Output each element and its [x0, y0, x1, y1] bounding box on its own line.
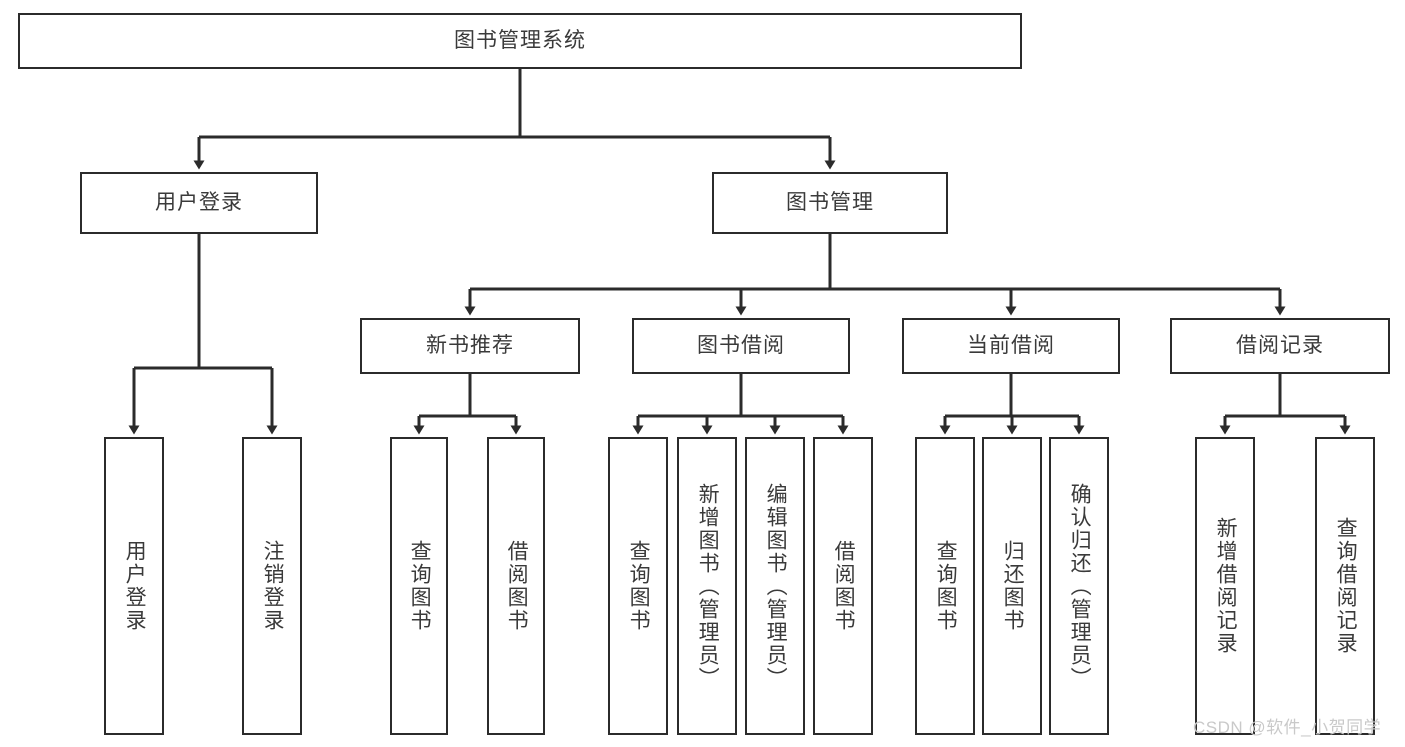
node-label: 查询图书 — [627, 540, 651, 632]
node-label: 借阅图书 — [832, 540, 856, 632]
node-label: 图书管理系统 — [454, 29, 586, 53]
node-label: 查询图书 — [408, 540, 432, 632]
node-label: 编辑图书（管理员） — [764, 482, 788, 690]
node-leaf_logout[interactable]: 注销登录 — [242, 437, 302, 735]
node-leaf_edit_book[interactable]: 编辑图书（管理员） — [745, 437, 805, 735]
node-borrow_record[interactable]: 借阅记录 — [1170, 318, 1390, 374]
node-label: 借阅记录 — [1236, 334, 1324, 358]
node-label: 注销登录 — [261, 540, 285, 632]
node-leaf_query_book_2[interactable]: 查询图书 — [608, 437, 668, 735]
node-label: 用户登录 — [155, 191, 243, 215]
node-label: 查询借阅记录 — [1334, 517, 1358, 655]
node-label: 用户登录 — [123, 540, 147, 632]
node-leaf_borrow_book_2[interactable]: 借阅图书 — [813, 437, 873, 735]
node-leaf_query_record[interactable]: 查询借阅记录 — [1315, 437, 1375, 735]
node-root[interactable]: 图书管理系统 — [18, 13, 1022, 69]
node-leaf_confirm_return[interactable]: 确认归还（管理员） — [1049, 437, 1109, 735]
node-leaf_query_book_1[interactable]: 查询图书 — [390, 437, 448, 735]
node-book_manage[interactable]: 图书管理 — [712, 172, 948, 234]
node-label: 新书推荐 — [426, 334, 514, 358]
node-label: 确认归还（管理员） — [1068, 482, 1092, 690]
node-label: 借阅图书 — [505, 540, 529, 632]
node-new_book_rec[interactable]: 新书推荐 — [360, 318, 580, 374]
node-leaf_query_book_3[interactable]: 查询图书 — [915, 437, 975, 735]
node-label: 图书借阅 — [697, 334, 785, 358]
node-leaf_add_book[interactable]: 新增图书（管理员） — [677, 437, 737, 735]
node-user_login[interactable]: 用户登录 — [80, 172, 318, 234]
node-leaf_borrow_book_1[interactable]: 借阅图书 — [487, 437, 545, 735]
node-leaf_return_book[interactable]: 归还图书 — [982, 437, 1042, 735]
node-current_borrow[interactable]: 当前借阅 — [902, 318, 1120, 374]
node-label: 新增借阅记录 — [1214, 517, 1238, 655]
node-leaf_add_record[interactable]: 新增借阅记录 — [1195, 437, 1255, 735]
node-book_borrow[interactable]: 图书借阅 — [632, 318, 850, 374]
node-label: 查询图书 — [934, 540, 958, 632]
node-label: 图书管理 — [786, 191, 874, 215]
node-label: 新增图书（管理员） — [696, 482, 720, 690]
node-label: 归还图书 — [1001, 540, 1025, 632]
node-label: 当前借阅 — [967, 334, 1055, 358]
node-leaf_user_login[interactable]: 用户登录 — [104, 437, 164, 735]
